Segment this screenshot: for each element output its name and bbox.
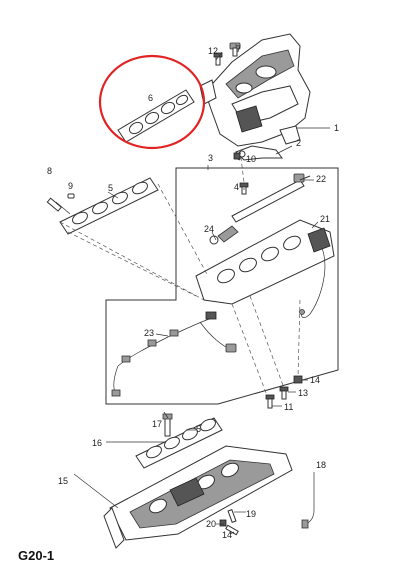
highlight-circle [98,54,206,150]
callout-21: 21 [320,214,330,224]
leader-lines [73,44,330,535]
callout-15: 15 [58,476,68,486]
callout-5-lower: 5 [196,424,201,434]
callout-1: 1 [334,123,339,133]
callout-20: 20 [206,519,216,529]
callout-7: 7 [236,44,241,54]
callout-14-lower: 14 [222,530,232,540]
injector-part-24 [209,225,239,245]
bolt-part-11 [265,394,275,409]
callout-11: 11 [284,402,293,412]
callout-10: 10 [246,154,256,164]
wiring-harness-part-23 [111,311,237,397]
gasket-part-5-lower [135,417,223,469]
nut-part-14 [293,375,303,384]
bolt-part-14-lower [225,524,239,536]
alignment-lines [59,149,301,399]
pin-part-9 [67,193,75,199]
intake-manifold-upper [199,33,311,147]
callout-24: 24 [204,224,214,234]
callout-16: 16 [92,438,102,448]
stud-part-8 [46,197,71,215]
fuel-rail-part-22 [231,173,311,223]
callout-13: 13 [298,388,308,398]
callout-12: 12 [208,46,218,56]
callout-8: 8 [47,166,52,176]
stud-part-17 [162,413,173,437]
sensor-part-7 [229,42,241,57]
callout-22: 22 [316,174,326,184]
assembly-frame [105,167,339,405]
diagram-code: G20-1 [18,548,54,563]
callout-2: 2 [296,138,301,148]
gasket-part-6 [117,89,195,143]
callout-17: 17 [152,419,162,429]
screw-part-13 [279,386,289,400]
callout-14: 14 [310,375,320,385]
nut-part-20 [219,519,227,527]
sensor-lead-part-18 [301,472,315,529]
callout-18: 18 [316,460,326,470]
gasket-part-5-upper [59,177,159,235]
lower-intake-part-15 [103,445,293,549]
callout-23: 23 [144,328,154,338]
screw-part-19 [227,509,237,523]
callout-9: 9 [68,181,73,191]
intake-lower-part-21 [195,219,335,318]
bracket-part-2 [235,145,283,161]
callout-4: 4 [234,182,239,192]
callout-19: 19 [246,509,256,519]
callout-3: 3 [208,153,213,163]
callout-6: 6 [148,93,153,103]
callout-5: 5 [108,183,113,193]
